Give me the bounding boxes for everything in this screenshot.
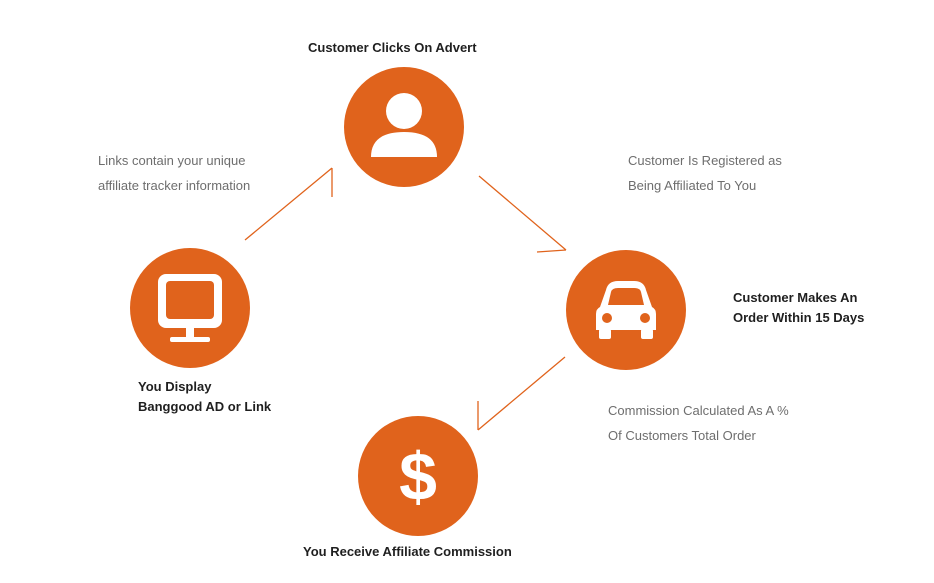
step-makes-order-circle: [566, 250, 686, 370]
note-tracker-line2: affiliate tracker information: [98, 178, 251, 193]
note-tracker-info: Links contain your unique affiliate trac…: [98, 148, 250, 198]
dollar-icon: $: [399, 439, 437, 515]
arrow-right-to-bottom: [477, 356, 566, 431]
note-commission-calc: Commission Calculated As A % Of Customer…: [608, 398, 789, 448]
note-tracker-line1: Links contain your unique: [98, 153, 246, 168]
step-display-ad-line1: You Display: [138, 379, 212, 394]
note-registered-line1: Customer Is Registered as: [628, 153, 782, 168]
arrow-left-to-top: [244, 167, 333, 241]
monitor-icon: [158, 274, 222, 342]
note-commission-line2: Of Customers Total Order: [608, 428, 756, 443]
step-display-ad-label: You Display Banggood AD or Link: [138, 377, 271, 417]
user-icon: [371, 93, 437, 157]
note-registered: Customer Is Registered as Being Affiliat…: [628, 148, 782, 198]
svg-text:$: $: [399, 439, 437, 515]
step-makes-order-label: Customer Makes An Order Within 15 Days: [733, 288, 864, 328]
step-clicks-advert-label: Customer Clicks On Advert: [308, 40, 477, 55]
note-registered-line2: Being Affiliated To You: [628, 178, 757, 193]
step-receive-commission-circle: $: [358, 416, 478, 536]
car-icon: [596, 281, 656, 339]
step-clicks-advert-circle: [344, 67, 464, 187]
step-display-ad-circle: [130, 248, 250, 368]
step-display-ad-line2: Banggood AD or Link: [138, 399, 272, 414]
arrow-top-to-right: [478, 175, 567, 253]
step-makes-order-line2: Order Within 15 Days: [733, 310, 865, 325]
step-receive-commission-label: You Receive Affiliate Commission: [303, 544, 512, 559]
step-makes-order-line1: Customer Makes An: [733, 290, 858, 305]
note-commission-line1: Commission Calculated As A %: [608, 403, 789, 418]
